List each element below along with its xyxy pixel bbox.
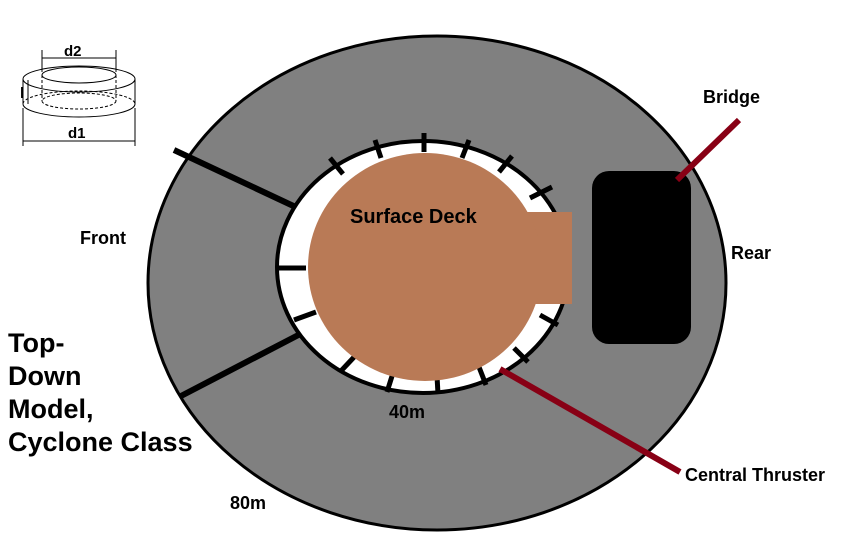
front-divider-top bbox=[172, 147, 304, 213]
rear-label: Rear bbox=[731, 243, 771, 263]
ring-spokes bbox=[278, 133, 560, 395]
diagram-title: Top- Down Model, Cyclone Class bbox=[8, 328, 193, 457]
surface-deck bbox=[308, 153, 572, 381]
surface-deck-label: Surface Deck bbox=[350, 206, 478, 228]
cylinder-top-inner bbox=[41, 66, 117, 84]
bridge-label: Bridge bbox=[703, 87, 760, 107]
deck-disc bbox=[308, 153, 542, 381]
spoke bbox=[293, 309, 317, 323]
spoke bbox=[459, 139, 472, 159]
spoke bbox=[328, 156, 345, 176]
title-line-3: Model, bbox=[8, 394, 94, 424]
spoke bbox=[528, 184, 554, 201]
spoke bbox=[476, 366, 489, 386]
spoke bbox=[372, 139, 384, 159]
inner-diameter-label: 40m bbox=[389, 402, 425, 422]
bridge-block bbox=[592, 171, 691, 344]
cylinder-top-outer bbox=[22, 65, 136, 93]
title-line-2: Down bbox=[8, 361, 82, 391]
cylinder-inset bbox=[22, 50, 136, 146]
title-line-1: Top- bbox=[8, 328, 64, 358]
front-label: Front bbox=[80, 228, 126, 248]
title-line-4: Cyclone Class bbox=[8, 427, 193, 457]
thruster-pointer bbox=[498, 366, 682, 475]
spoke bbox=[338, 353, 358, 374]
spoke bbox=[538, 312, 560, 328]
inset-d2-label: d2 bbox=[64, 43, 82, 60]
spoke bbox=[512, 346, 530, 364]
inset-d1-label: d1 bbox=[68, 125, 86, 142]
spoke bbox=[497, 154, 514, 174]
outer-diameter-label: 80m bbox=[230, 493, 266, 513]
inset-l-label: l bbox=[20, 85, 24, 102]
bridge-pointer bbox=[674, 117, 742, 183]
central-thruster-label: Central Thruster bbox=[685, 465, 825, 485]
front-divider-bottom bbox=[179, 327, 310, 399]
